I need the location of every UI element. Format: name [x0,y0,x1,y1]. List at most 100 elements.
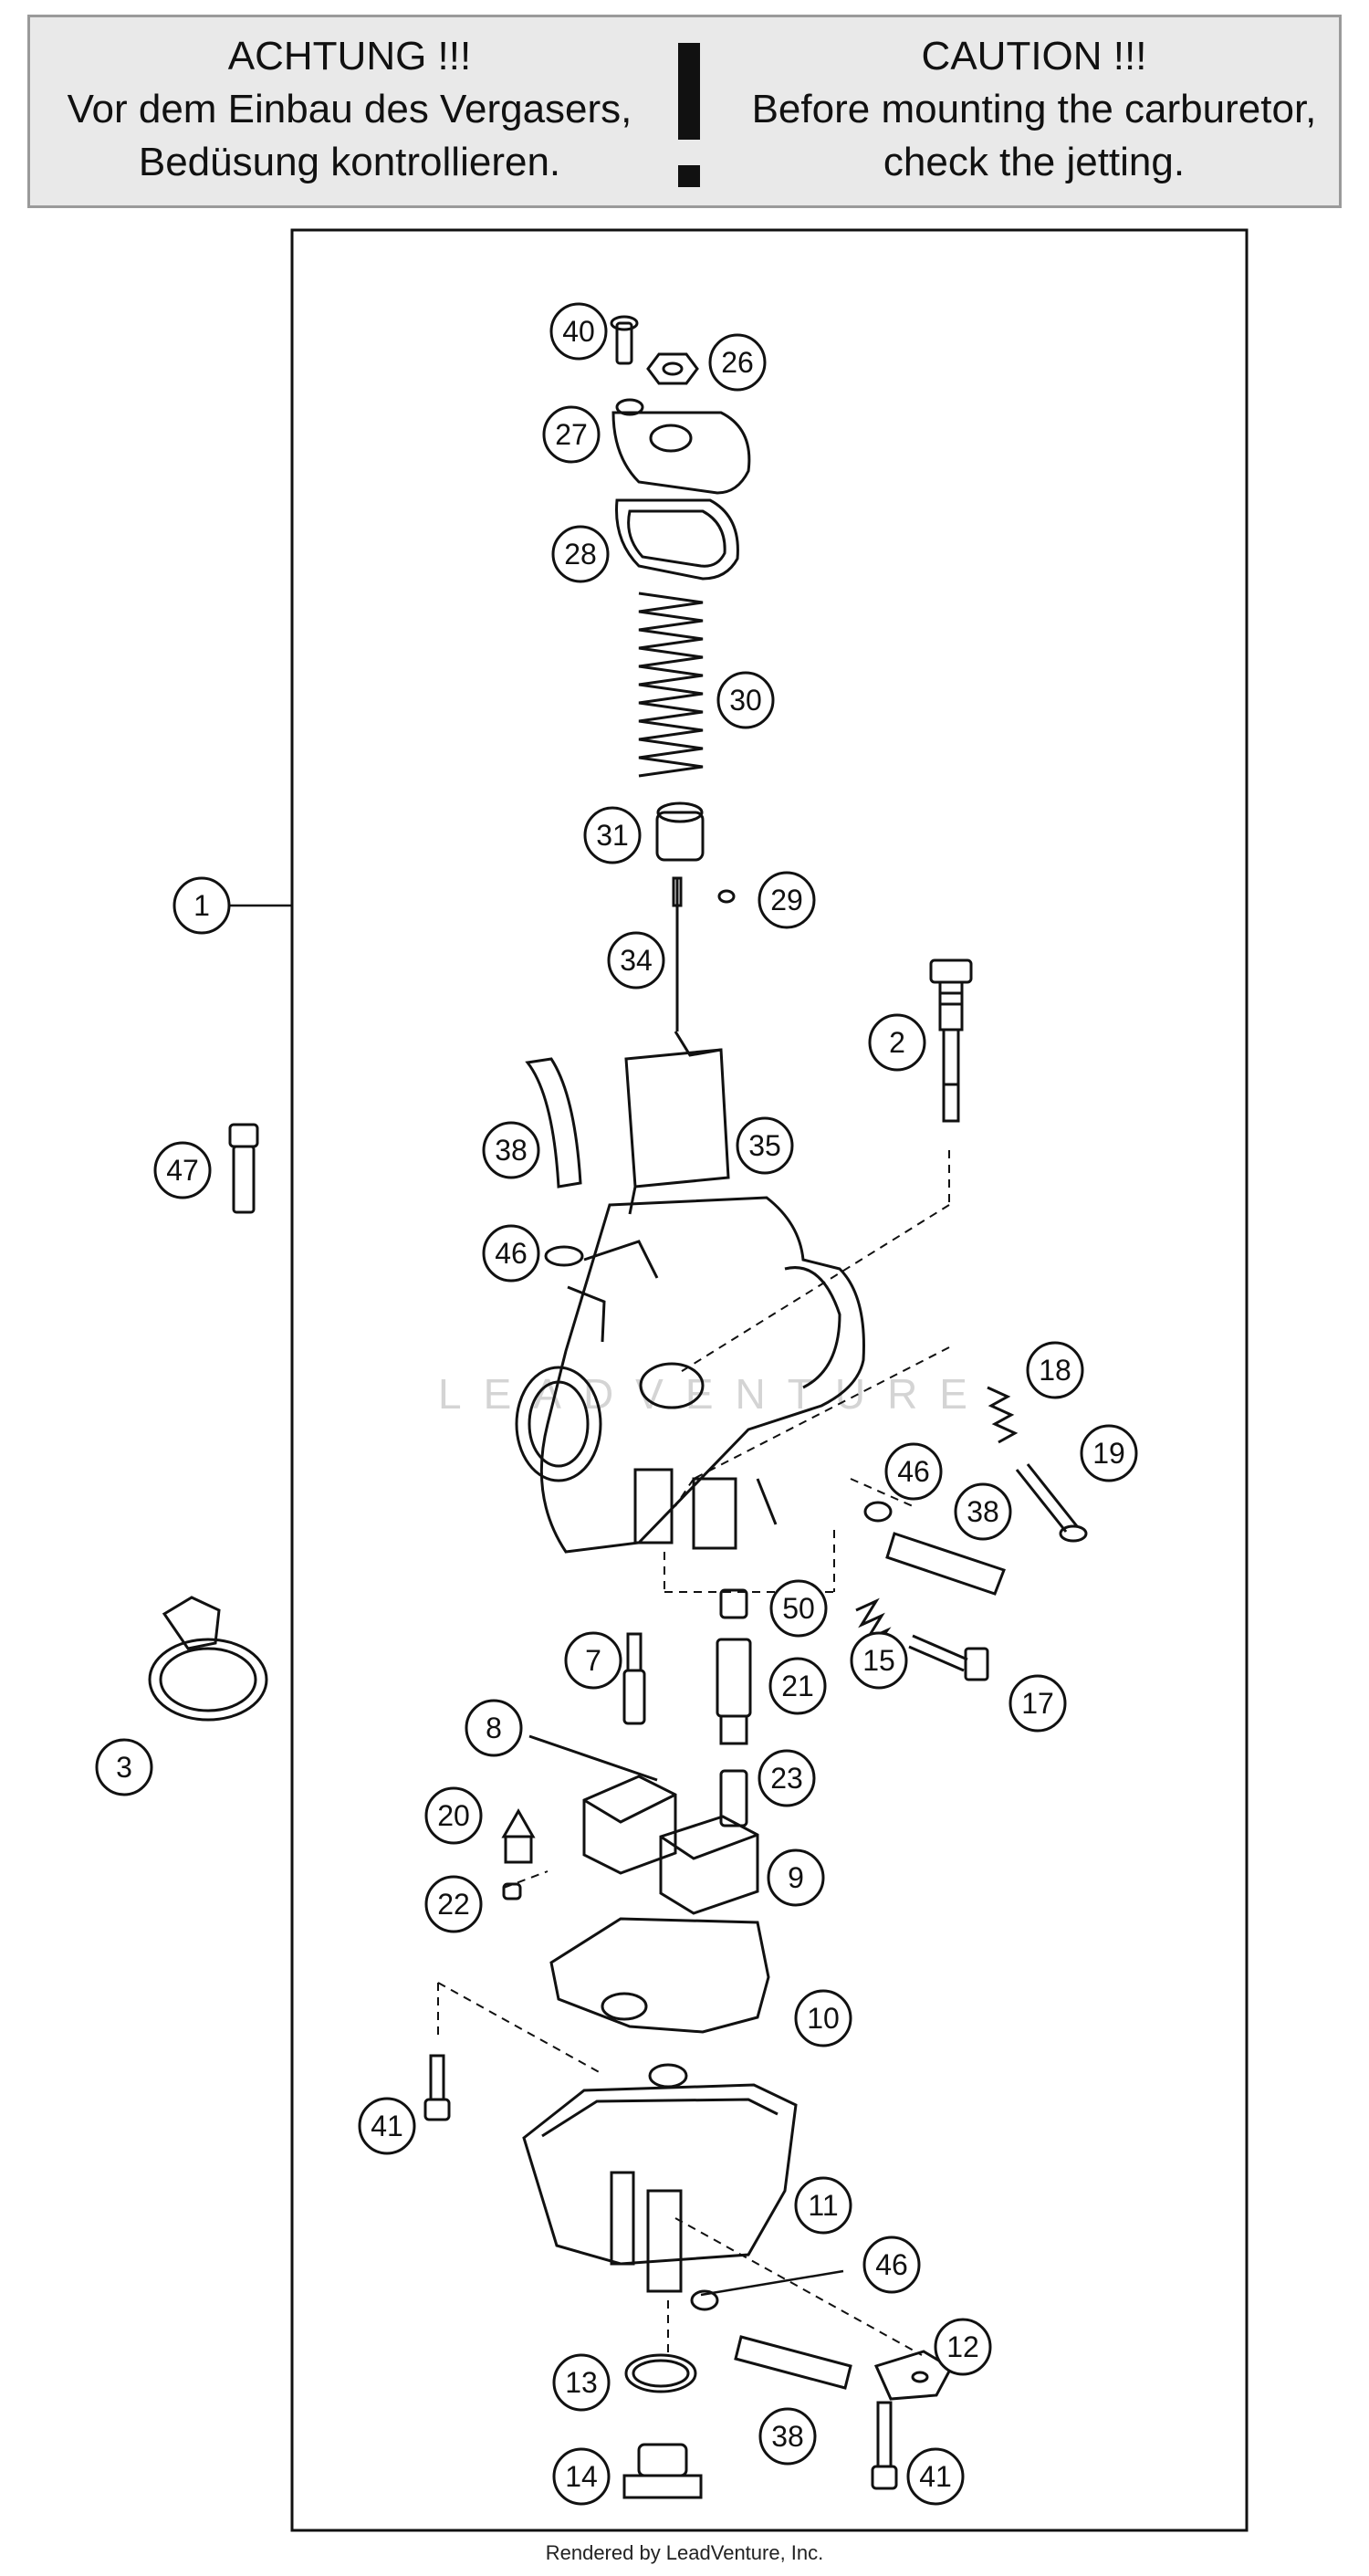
callout-17: 17 [1008,1674,1067,1733]
callout-number: 13 [565,2366,598,2399]
english-warning-line2: check the jetting. [883,140,1186,184]
callout-number: 41 [371,2110,403,2142]
english-warning-title: CAUTION !!! [921,34,1147,79]
part-bowl-gasket [549,1917,770,2034]
callout-30: 30 [716,671,775,729]
callout-3: 3 [95,1738,153,1796]
part-clip-lower [690,2289,719,2311]
callout-circle [868,1013,926,1072]
callout-number: 29 [770,884,803,916]
callout-number: 20 [437,1799,470,1832]
callout-13: 13 [552,2353,611,2412]
part-hose-vent [885,1532,1006,1596]
assembly-guides [437,1150,950,2356]
callout-circle [482,1224,540,1283]
callout-circle [424,1875,483,1933]
callout-number: 22 [437,1888,470,1921]
callout-circle [768,1657,827,1715]
callout-circle [1080,1424,1138,1482]
callout-number: 2 [889,1026,905,1059]
callout-50: 50 [769,1579,828,1638]
part-hose-clamp [148,1596,268,1722]
callout-circle [465,1699,523,1757]
callout-circle [564,1631,622,1690]
callout-number: 47 [166,1154,199,1187]
part-cap-screw [610,315,639,365]
part-hose-bottom [734,2335,852,2390]
part-drain-plug [622,2443,703,2499]
callout-28: 28 [551,525,610,583]
callout-number: 46 [897,1455,930,1488]
callout-27: 27 [542,405,601,464]
callout-21: 21 [768,1657,827,1715]
callout-15: 15 [850,1631,908,1690]
german-warning-title: ACHTUNG !!! [227,34,472,79]
callout-41: 41 [358,2097,416,2155]
part-carburetor-body [515,1196,865,1554]
callout-38: 38 [482,1121,540,1179]
callout-circle [708,333,767,392]
callout-number: 19 [1092,1437,1125,1470]
callout-circle [716,671,775,729]
callout-circle [954,1482,1012,1541]
callout-circle [552,2353,611,2412]
callout-34: 34 [607,931,665,990]
callout-number: 3 [116,1751,132,1784]
callout-circle [934,2318,992,2376]
callout-circle [906,2447,965,2506]
callout-40: 40 [549,302,608,361]
part-hose-top [525,1057,582,1189]
callout-circle [767,1848,825,1907]
callout-38: 38 [758,2407,817,2466]
callout-number: 27 [555,418,588,451]
assembly-frame [290,228,1249,2532]
part-air-screw-spring [987,1386,1019,1444]
callout-number: 38 [495,1134,528,1167]
callout-31: 31 [583,806,642,864]
part-float-right [659,1815,759,1915]
callout-26: 26 [708,333,767,392]
footer-credit: Rendered by LeadVenture, Inc. [545,2541,824,2564]
callout-circle [758,871,816,929]
part-clip-mid [863,1501,893,1523]
callout-number: 35 [748,1129,781,1162]
callout-29: 29 [758,871,816,929]
callout-circle [172,876,231,935]
part-float-bowl [522,2063,798,2293]
callout-number: 12 [946,2330,979,2363]
callout-number: 34 [620,944,653,977]
callout-layer: 1237891011121314151718192021222326272829… [95,302,1138,2506]
callout-38: 38 [954,1482,1012,1541]
callout-20: 20 [424,1786,483,1845]
callout-9: 9 [767,1848,825,1907]
exclamation-icon [674,43,704,189]
part-needle-jet [716,1588,752,1745]
part-bracket [873,2350,953,2401]
callout-number: 8 [486,1712,502,1744]
callout-number: 28 [564,538,597,571]
part-top-cap [611,398,751,495]
callout-number: 30 [729,684,762,717]
english-warning-line1: Before mounting the carburetor, [751,87,1317,131]
callout-circle [549,302,608,361]
german-warning-line2: Bedüsung kontrollieren. [138,140,561,184]
watermark: LEADVENTURE [438,1370,989,1418]
english-warning: CAUTION !!! Before mounting the carburet… [724,30,1344,189]
callout-22: 22 [424,1875,483,1933]
part-clip-upper [544,1245,584,1267]
callout-1: 1 [172,876,231,935]
part-throttle-screw [908,1634,989,1681]
callout-14: 14 [552,2447,611,2506]
callout-circle [758,1749,816,1807]
part-main-jet [719,1769,748,1827]
callout-46: 46 [862,2236,921,2294]
part-float-pin [528,1734,658,1782]
leader-lines [223,904,844,2297]
callout-46: 46 [482,1224,540,1283]
callout-2: 2 [868,1013,926,1072]
callout-number: 7 [585,1644,601,1677]
callout-number: 26 [721,346,754,379]
callout-circle [884,1442,943,1501]
callout-19: 19 [1080,1424,1138,1482]
part-jet-needle [672,876,683,1031]
